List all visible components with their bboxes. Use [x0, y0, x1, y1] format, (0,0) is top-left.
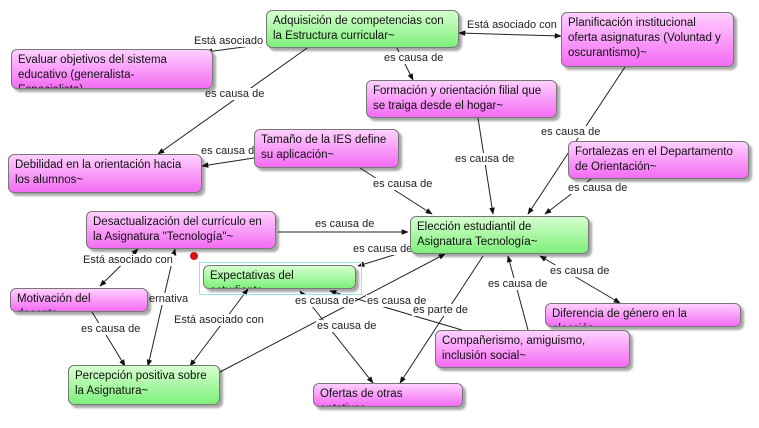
edge-planificacion-eleccion: [527, 66, 626, 215]
link-label: es causa de: [314, 218, 376, 230]
edge-companerismo-eleccion: [506, 255, 529, 331]
link-label: es parte de: [412, 304, 470, 316]
selection-handle[interactable]: [190, 252, 198, 260]
concept-expectativas[interactable]: Expectativas del estudiante~: [203, 265, 356, 289]
concept-tamano[interactable]: Tamaño de la IES define su aplicación~: [254, 129, 399, 168]
concept-diferencia[interactable]: Diferencia de género en la elección~: [545, 303, 741, 327]
link-label: es causa de: [454, 153, 516, 165]
link-label: es causa de: [383, 52, 445, 64]
edge-tamano-eleccion: [359, 167, 433, 215]
edge-diferencia-eleccion: [539, 255, 621, 304]
link-label: es causa de: [294, 295, 356, 307]
selection-outline: [199, 262, 362, 295]
link-label: es causa de: [487, 278, 549, 290]
link-label: Está asociado con: [466, 19, 558, 31]
edge-desactualizacion-percepcion: [146, 248, 177, 367]
edge-tamano-debilidad: [201, 157, 255, 168]
concept-debilidad[interactable]: Debilidad en la orientación hacia los al…: [8, 154, 202, 193]
edge-expectativas-percepcion: [189, 288, 249, 367]
concept-planificacion[interactable]: Planificación institucional oferta asign…: [561, 12, 734, 67]
link-label: es causa de: [200, 145, 262, 157]
edge-adquisicion-planificacion: [458, 30, 562, 39]
link-label: Está asociado con: [173, 314, 265, 326]
concept-companerismo[interactable]: Compañerismo, amiguismo, inclusión socia…: [435, 330, 630, 368]
link-label: es causa de: [352, 243, 414, 255]
link-label: es causa de: [540, 126, 602, 138]
link-label: ernativa: [148, 293, 190, 305]
link-label: es causa de: [316, 320, 378, 332]
concept-evaluar[interactable]: Evaluar objetivos del sistema educativo …: [11, 49, 213, 89]
link-label: es causa de: [372, 178, 434, 190]
link-label: es causa de: [204, 88, 266, 100]
concept-motivacion[interactable]: Motivación del docente~: [10, 288, 148, 312]
link-label: Está asociado con: [82, 254, 174, 266]
edge-motivacion-percepcion: [91, 311, 126, 367]
link-label: es causa de: [80, 323, 142, 335]
concept-eleccion[interactable]: Elección estudiantil de Asignatura Tecno…: [410, 216, 589, 254]
edge-eleccion-ofertas: [399, 255, 484, 384]
concept-percepcion[interactable]: Percepción positiva sobre la Asignatura~: [68, 365, 220, 405]
link-label: es causa de: [567, 182, 629, 194]
concept-formacion[interactable]: Formación y orientación filial que se tr…: [366, 80, 557, 118]
edge-formacion-eleccion: [477, 117, 495, 215]
link-label: es causa de: [366, 295, 428, 307]
concept-ofertas[interactable]: Ofertas de otras optativas~: [313, 383, 463, 407]
concept-desactualizacion[interactable]: Desactualización del currículo en la Asi…: [86, 211, 276, 249]
concept-fortalezas[interactable]: Fortalezas en el Departamento de Orienta…: [568, 141, 749, 179]
link-label: es causa de: [549, 265, 611, 277]
concept-adquisicion[interactable]: Adquisición de competencias con la Estru…: [266, 10, 459, 48]
edge-adquisicion-debilidad: [157, 45, 311, 155]
